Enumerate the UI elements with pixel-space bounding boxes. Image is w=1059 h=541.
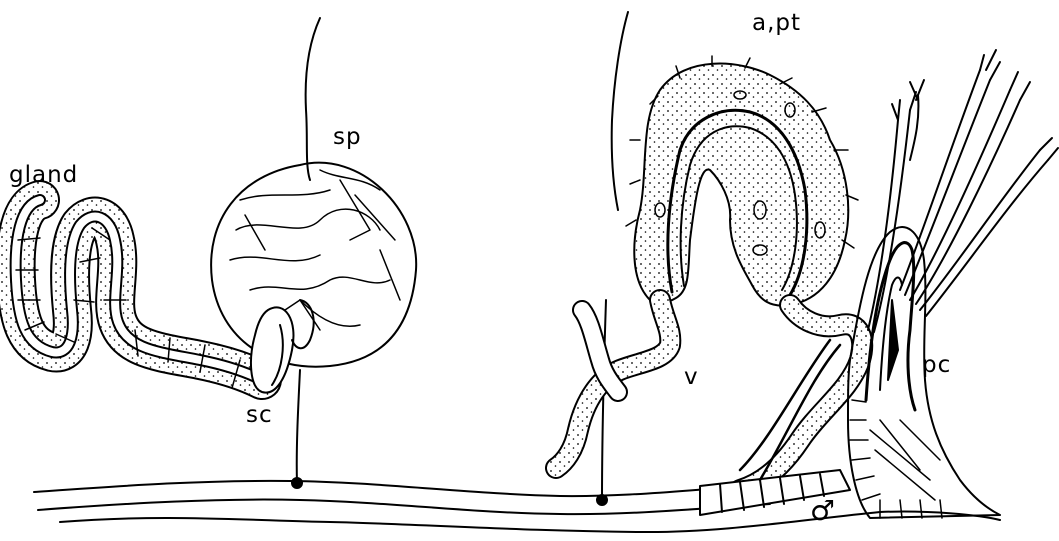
spermatheca-sac bbox=[211, 163, 416, 367]
sc-sac bbox=[251, 300, 314, 393]
male-symbol: ♂ bbox=[810, 497, 836, 525]
label-v: v bbox=[684, 366, 699, 389]
label-apt: a,pt bbox=[752, 12, 801, 35]
label-sc: sc bbox=[246, 404, 273, 427]
label-pc: pc bbox=[922, 354, 951, 377]
label-sp: sp bbox=[333, 126, 362, 149]
setae-brushes bbox=[868, 50, 1058, 332]
duct-cells bbox=[700, 340, 850, 515]
label-gland: gland bbox=[9, 164, 78, 187]
gland-tube bbox=[16, 200, 262, 388]
